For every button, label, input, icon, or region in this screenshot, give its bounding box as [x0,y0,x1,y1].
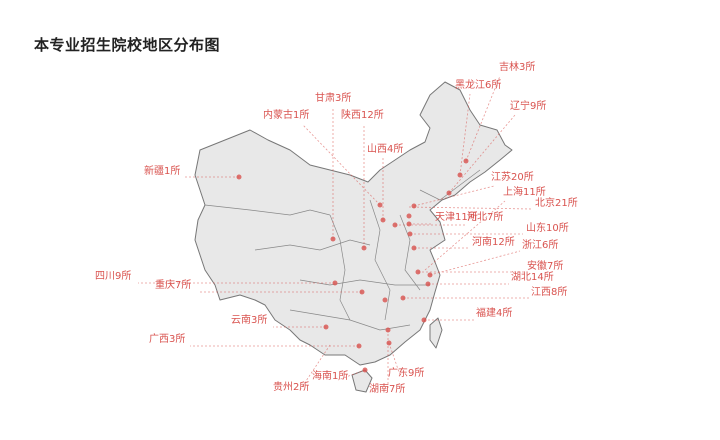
region-label: 湖北14所 [511,272,554,283]
region-label: 新疆1所 [144,166,181,177]
region-label: 湖南7所 [369,384,406,395]
region-label: 浙江6所 [522,240,559,251]
region-label: 广东9所 [388,368,425,379]
region-label: 内蒙古1所 [263,110,310,121]
region-label: 吉林3所 [499,62,536,73]
region-label: 山东10所 [526,223,569,234]
region-label: 陕西12所 [341,110,384,121]
region-label: 辽宁9所 [510,101,547,112]
region-label: 江苏20所 [491,172,534,183]
region-label: 安徽7所 [527,261,564,272]
region-label: 福建4所 [476,308,513,319]
page-title: 本专业招生院校地区分布图 [34,36,221,54]
region-label: 甘肃3所 [315,93,352,104]
region-label: 河北7所 [467,212,504,223]
region-label: 黑龙江6所 [455,80,502,91]
region-label: 重庆7所 [155,280,192,291]
region-label: 山西4所 [367,144,404,155]
region-dots [236,158,469,373]
region-label: 北京21所 [535,198,578,209]
region-label: 河南12所 [472,237,515,248]
region-label: 天津11所 [435,212,478,223]
region-label: 广西3所 [149,334,186,345]
region-label: 贵州2所 [273,382,310,393]
region-label: 上海11所 [503,187,546,198]
region-label: 四川9所 [95,271,132,282]
map-outline [194,81,513,366]
region-label: 海南1所 [312,371,349,382]
leader-lines [138,75,533,391]
region-label: 江西8所 [531,287,568,298]
region-label: 云南3所 [231,315,268,326]
